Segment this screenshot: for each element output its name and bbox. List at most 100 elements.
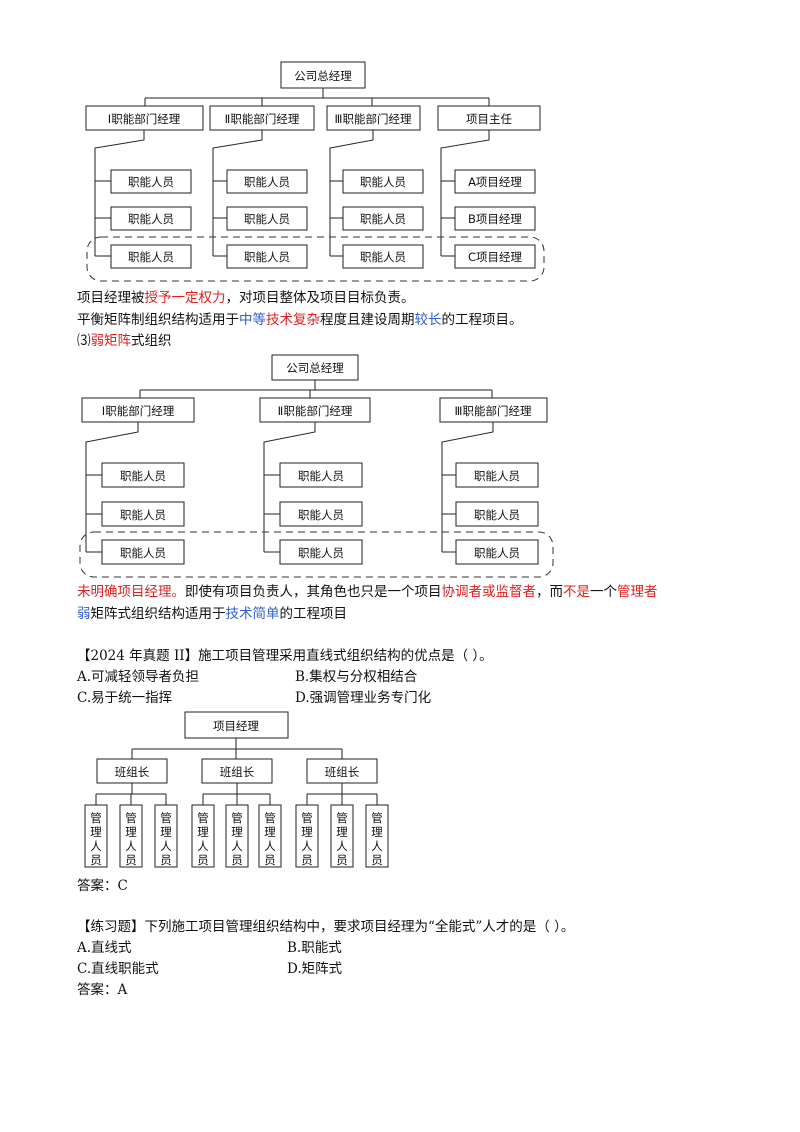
chart1-staff: 职能人员	[360, 175, 406, 189]
chart1-pm-a: A项目经理	[468, 175, 522, 189]
worker-box	[154, 804, 178, 868]
worker-label-char: 管	[90, 811, 102, 825]
worker-label-char: 人	[90, 839, 102, 853]
chart1-staff: 职能人员	[128, 212, 174, 226]
question-2-option-b: B.职能式	[287, 940, 342, 956]
worker-label-char: 管	[231, 811, 243, 825]
chart3-leader-2: 班组长	[220, 765, 255, 779]
question-2-answer: 答案：A	[77, 982, 128, 998]
chart1-staff: 职能人员	[244, 212, 290, 226]
question-1-option-d: D.强调管理业务专门化	[295, 690, 432, 706]
heading-weak-matrix: ⑶弱矩阵式组织	[77, 333, 172, 349]
balanced-matrix-org-chart: 公司总经理 Ⅰ职能部门经理 Ⅱ职能部门经理 Ⅲ职能部门经理 项目主任 职能人员 …	[85, 61, 545, 282]
weak-matrix-org-chart: 公司总经理 Ⅰ职能部门经理 Ⅱ职能部门经理 Ⅲ职能部门经理 职能人员 职能人员 …	[79, 354, 554, 578]
chart1-top: 公司总经理	[294, 69, 352, 83]
worker-box	[84, 804, 108, 868]
worker-label-char: 理	[371, 825, 383, 839]
worker-box	[258, 804, 282, 868]
worker-label-char: 管	[301, 811, 313, 825]
worker-label-char: 员	[197, 853, 209, 867]
line-org-chart: 项目经理 班组长 班组长 班组长 管理人员管理人员管理人员管理人员管理人员管理人…	[84, 711, 389, 868]
worker-label-char: 人	[371, 839, 383, 853]
chart1-staff: 职能人员	[128, 175, 174, 189]
chart1-head-4: 项目主任	[466, 112, 512, 126]
para-balanced-matrix: 平衡矩阵制组织结构适用于中等技术复杂程度且建设周期较长的工程项目。	[77, 312, 523, 328]
chart2-staff: 职能人员	[474, 546, 520, 560]
worker-label-char: 管	[264, 811, 276, 825]
worker-label-char: 理	[197, 825, 209, 839]
chart2-staff: 职能人员	[120, 508, 166, 522]
chart1-staff: 职能人员	[360, 250, 406, 264]
worker-label-char: 员	[371, 853, 383, 867]
question-2-option-c: C.直线职能式	[77, 961, 159, 977]
para-weak-matrix-scope: 弱矩阵式组织结构适用于技术简单的工程项目	[77, 606, 347, 622]
chart1-staff: 职能人员	[244, 250, 290, 264]
worker-label-char: 理	[160, 825, 172, 839]
chart2-staff: 职能人员	[298, 546, 344, 560]
worker-label-char: 理	[301, 825, 313, 839]
worker-label-char: 管	[371, 811, 383, 825]
question-1-answer: 答案：C	[77, 878, 128, 894]
question-2-option-a: A.直线式	[77, 940, 132, 956]
worker-label-char: 员	[90, 853, 102, 867]
question-1-stem: 【2024 年真题 II】施工项目管理采用直线式组织结构的优点是（ ）。	[77, 648, 493, 664]
worker-label-char: 员	[301, 853, 313, 867]
worker-label-char: 理	[90, 825, 102, 839]
worker-label-char: 理	[231, 825, 243, 839]
question-1-option-c: C.易于统一指挥	[77, 690, 173, 706]
chart2-head-3: Ⅲ职能部门经理	[455, 404, 532, 418]
chart2-top: 公司总经理	[286, 361, 344, 375]
chart2-staff: 职能人员	[298, 469, 344, 483]
worker-label-char: 管	[197, 811, 209, 825]
chart1-staff: 职能人员	[360, 212, 406, 226]
para-authority: 项目经理被授予一定权力，对项目整体及项目目标负责。	[77, 290, 415, 306]
chart2-staff: 职能人员	[120, 546, 166, 560]
chart1-pm-b: B项目经理	[468, 212, 522, 226]
worker-label-char: 人	[231, 839, 243, 853]
worker-label-char: 员	[231, 853, 243, 867]
worker-box	[330, 804, 354, 868]
question-2-option-d: D.矩阵式	[287, 961, 343, 977]
chart1-head-3: Ⅲ职能部门经理	[335, 112, 412, 126]
worker-label-char: 人	[160, 839, 172, 853]
worker-label-char: 员	[125, 853, 137, 867]
worker-label-char: 人	[336, 839, 348, 853]
question-1-option-a: A.可减轻领导者负担	[77, 669, 200, 685]
worker-label-char: 理	[264, 825, 276, 839]
chart1-pm-c: C项目经理	[468, 250, 523, 264]
question-1-option-b: B.集权与分权相结合	[295, 669, 418, 685]
chart1-staff: 职能人员	[128, 250, 174, 264]
worker-label-char: 人	[125, 839, 137, 853]
chart2-head-1: Ⅰ职能部门经理	[102, 404, 175, 418]
chart2-staff: 职能人员	[120, 469, 166, 483]
worker-box	[365, 804, 389, 868]
chart3-leader-1: 班组长	[115, 765, 150, 779]
worker-box	[225, 804, 249, 868]
worker-box	[295, 804, 319, 868]
worker-label-char: 管	[160, 811, 172, 825]
question-2-stem: 【练习题】下列施工项目管理组织结构中，要求项目经理为“全能式”人才的是（ ）。	[77, 919, 575, 935]
worker-label-char: 管	[336, 811, 348, 825]
worker-box	[119, 804, 143, 868]
worker-label-char: 管	[125, 811, 137, 825]
chart1-head-2: Ⅱ职能部门经理	[225, 112, 300, 126]
worker-label-char: 理	[125, 825, 137, 839]
worker-label-char: 理	[336, 825, 348, 839]
worker-label-char: 人	[301, 839, 313, 853]
worker-label-char: 人	[264, 839, 276, 853]
chart3-leader-3: 班组长	[325, 765, 360, 779]
chart2-staff: 职能人员	[298, 508, 344, 522]
chart1-staff: 职能人员	[244, 175, 290, 189]
worker-label-char: 员	[336, 853, 348, 867]
chart3-top: 项目经理	[213, 719, 259, 733]
worker-box	[191, 804, 215, 868]
chart2-staff: 职能人员	[474, 508, 520, 522]
chart1-head-1: Ⅰ职能部门经理	[108, 112, 181, 126]
worker-label-char: 员	[264, 853, 276, 867]
para-weak-matrix-role: 未明确项目经理。即使有项目负责人，其角色也只是一个项目协调者或监督者，而不是一个…	[77, 584, 658, 600]
worker-label-char: 员	[160, 853, 172, 867]
chart2-staff: 职能人员	[474, 469, 520, 483]
worker-label-char: 人	[197, 839, 209, 853]
chart2-head-2: Ⅱ职能部门经理	[278, 404, 353, 418]
